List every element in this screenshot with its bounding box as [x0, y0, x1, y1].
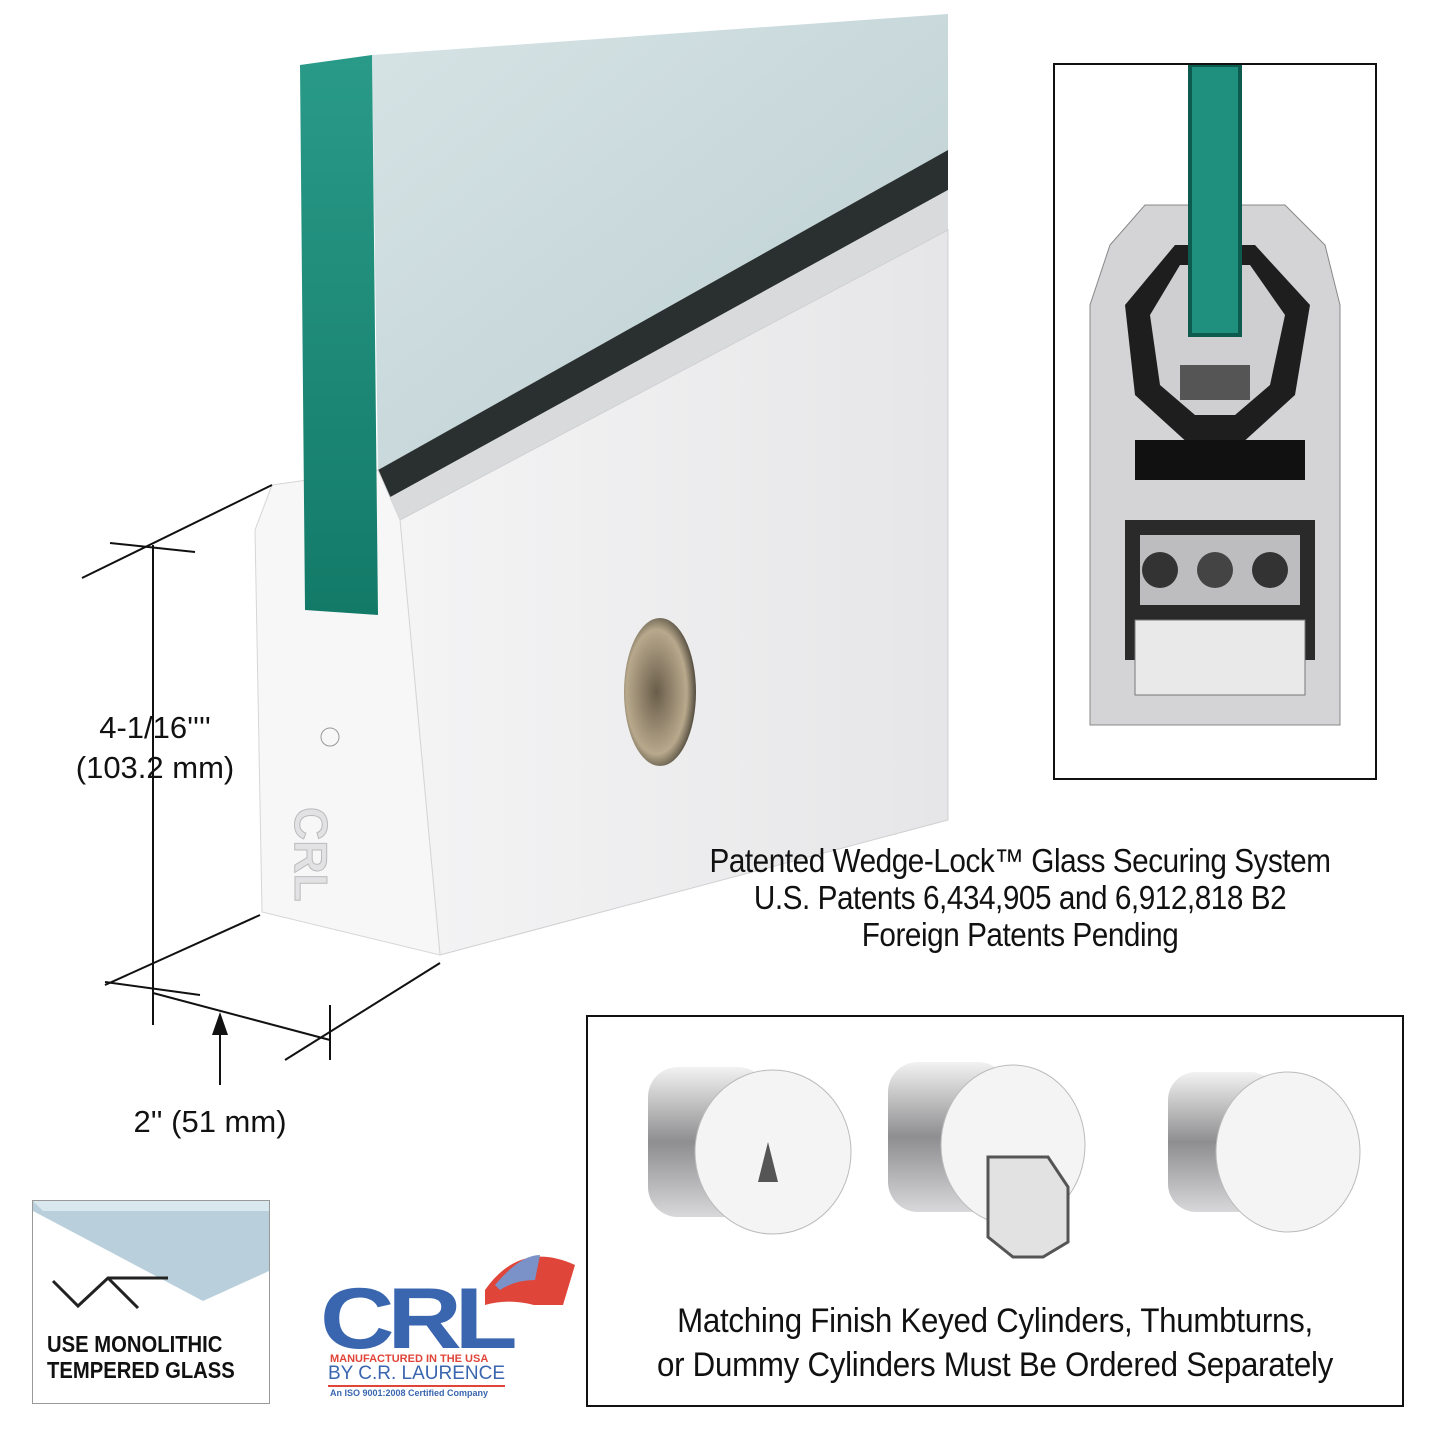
patent-info: Patented Wedge-Lock™ Glass Securing Syst… [678, 842, 1362, 954]
glass-notice-line-1: USE MONOLITHIC [47, 1331, 223, 1357]
patent-line-3: Foreign Patents Pending [861, 915, 1179, 953]
logo-byline: BY C.R. LAURENCE [328, 1363, 506, 1387]
tempered-glass-notice: USE MONOLITHIC TEMPERED GLASS [32, 1200, 270, 1404]
logo-subline: An ISO 9001:2008 Certified Company [330, 1388, 489, 1398]
logo-brand: CRL [320, 1271, 518, 1367]
svg-text:CRL: CRL [285, 807, 337, 902]
rail-end-cap [254, 469, 441, 956]
arrow-up-icon [212, 1012, 228, 1035]
glass-panel [372, 14, 948, 470]
cylinders-panel: Matching Finish Keyed Cylinders, Thumbtu… [586, 1015, 1404, 1407]
cylinder-images [648, 1062, 1361, 1259]
patent-line-1: Patented Wedge-Lock™ Glass Securing Syst… [709, 842, 1331, 879]
glass-notice-line-2: TEMPERED GLASS [47, 1357, 235, 1384]
cylinders-caption-line-1: Matching Finish Keyed Cylinders, Thumbtu… [677, 1302, 1313, 1340]
cross-section-drawing [1089, 63, 1341, 726]
width-label: 2'' (51 mm) [133, 1104, 287, 1139]
height-metric-label: (103.2 mm) [75, 750, 235, 786]
height-imperial-label: 4-1/16'''' [99, 710, 211, 745]
logo-tagline: MANUFACTURED IN THE USA [330, 1353, 489, 1365]
us-flag-icon [485, 1255, 575, 1305]
cylinder-hole [624, 618, 696, 766]
glass-edge [300, 55, 378, 615]
patent-line-2: U.S. Patents 6,434,905 and 6,912,818 B2 [753, 878, 1287, 916]
rail-channel [378, 150, 948, 500]
cylinders-caption-line-2: or Dummy Cylinders Must Be Ordered Separ… [657, 1346, 1333, 1385]
dimension-lines [81, 484, 441, 1085]
crl-logo: CRL MANUFACTURED IN THE USA BY C.R. LAUR… [320, 1245, 580, 1405]
dummy-cylinder-icon [1168, 1071, 1361, 1233]
keyed-cylinder-icon [648, 1067, 852, 1235]
thumbturn-icon [888, 1062, 1086, 1259]
cross-section-inset [1053, 63, 1377, 780]
glass-sheet-icon [33, 1201, 269, 1310]
screw-icon [320, 727, 340, 747]
